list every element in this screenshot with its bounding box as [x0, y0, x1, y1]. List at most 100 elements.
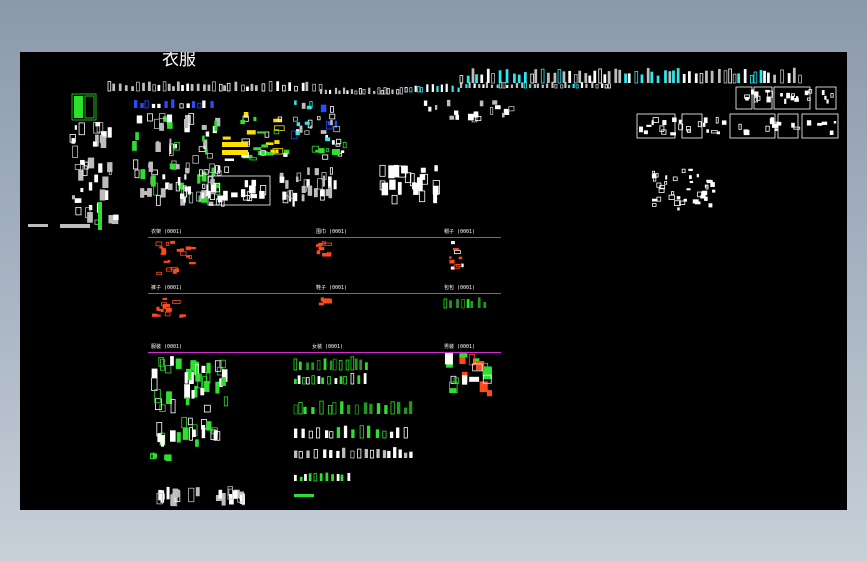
accessory-block [580, 82, 584, 88]
accessory-block [320, 130, 327, 134]
clothing-block [92, 141, 97, 147]
accessory-block [191, 101, 196, 108]
clothing-block [455, 114, 460, 120]
hanger-block [342, 87, 346, 94]
sheet-content [721, 120, 727, 125]
wardrobe-block [534, 69, 538, 83]
accessory-block [551, 81, 554, 88]
wardrobe-block [668, 71, 672, 83]
womens-block [302, 377, 306, 385]
womens-block [294, 494, 314, 497]
wardrobe-elevation [84, 95, 95, 119]
womens-block [340, 401, 344, 414]
accessory-block [318, 148, 325, 154]
clothing-block [197, 174, 201, 184]
clothing-block [165, 182, 170, 190]
clothing-block [282, 191, 287, 200]
clothing-block [136, 115, 143, 124]
womens-block [339, 376, 343, 384]
accessory-block [134, 99, 138, 108]
scarf-block [156, 271, 163, 276]
wardrobe-block [767, 72, 770, 83]
sheet-frame [801, 113, 839, 139]
hanger-block [301, 82, 305, 91]
hat-block [451, 240, 455, 245]
womens-block [333, 358, 337, 371]
garment-block [151, 377, 158, 391]
hat-block [321, 241, 326, 245]
clothing-block [210, 183, 217, 193]
clothing-block [201, 192, 205, 199]
womens-block [408, 401, 413, 414]
mannequin-block [416, 177, 423, 191]
mannequin-block [434, 165, 438, 172]
clothing-block [166, 114, 173, 125]
sheet-content [678, 119, 682, 124]
womens-block [357, 448, 362, 459]
garment-block [159, 404, 166, 413]
womens-block [308, 473, 312, 481]
clothing-block [216, 184, 220, 189]
womens-block [390, 401, 395, 415]
womens-block [403, 427, 408, 439]
garment-block [173, 489, 180, 498]
clothing-block [203, 139, 208, 149]
womens-block [306, 377, 310, 385]
accessory-block [528, 84, 532, 88]
mens-block [444, 353, 453, 365]
clothing-block [314, 168, 319, 176]
hanger-block [350, 89, 354, 94]
clothing-block [202, 183, 206, 189]
scarf-block [170, 240, 175, 244]
clothing-block [177, 176, 181, 186]
wardrobe-block [646, 68, 650, 83]
hanger-block [124, 85, 128, 91]
sheet-content [652, 117, 659, 123]
notes-block [683, 198, 687, 202]
mens-block [468, 354, 475, 366]
hanger-block [167, 83, 171, 91]
sheet-content [750, 89, 754, 95]
accessory-block [560, 84, 564, 89]
garment-block [213, 431, 221, 441]
hanger-block [260, 150, 266, 156]
sheet-content [703, 117, 708, 124]
garment-block [158, 356, 164, 367]
accessory-block [333, 125, 341, 133]
clothing-block [502, 112, 505, 118]
hanger-block [212, 81, 216, 92]
mannequin-block [409, 173, 415, 187]
womens-block [323, 358, 327, 370]
clothing-block [95, 122, 101, 127]
notes-block [697, 191, 703, 198]
garment-block [164, 454, 171, 461]
mannequin-block [391, 194, 398, 205]
accessory-block [330, 106, 335, 113]
clothing-block [224, 166, 230, 173]
scarf-block [155, 241, 163, 247]
hat-block [449, 259, 455, 264]
display-panel [251, 179, 257, 187]
accessory-block [293, 116, 298, 122]
accessory-block [431, 84, 434, 92]
accessory-block [541, 84, 544, 88]
cad-drawing-viewport[interactable]: 衣服 衣架 (0001) 围巾 (0001) 帽子 (0001) 裤子 (000… [20, 52, 847, 510]
garment-block [184, 385, 190, 398]
garment-block [201, 425, 206, 439]
sheet-frame [681, 113, 703, 139]
notes-block [672, 176, 678, 182]
hanger-block [320, 88, 323, 94]
accessory-block [585, 83, 588, 88]
scarf-block [185, 255, 191, 258]
womens-block [350, 372, 355, 385]
sheet-content [780, 93, 783, 97]
mannequin-block [393, 164, 399, 178]
garment-block [218, 489, 223, 499]
pants-block [179, 315, 184, 318]
hat-block [460, 263, 464, 268]
accessory-block [478, 84, 481, 88]
wardrobe-elevation [74, 96, 83, 118]
clothing-block [287, 190, 291, 198]
accessory-block [436, 86, 439, 92]
hanger-block [380, 90, 384, 95]
